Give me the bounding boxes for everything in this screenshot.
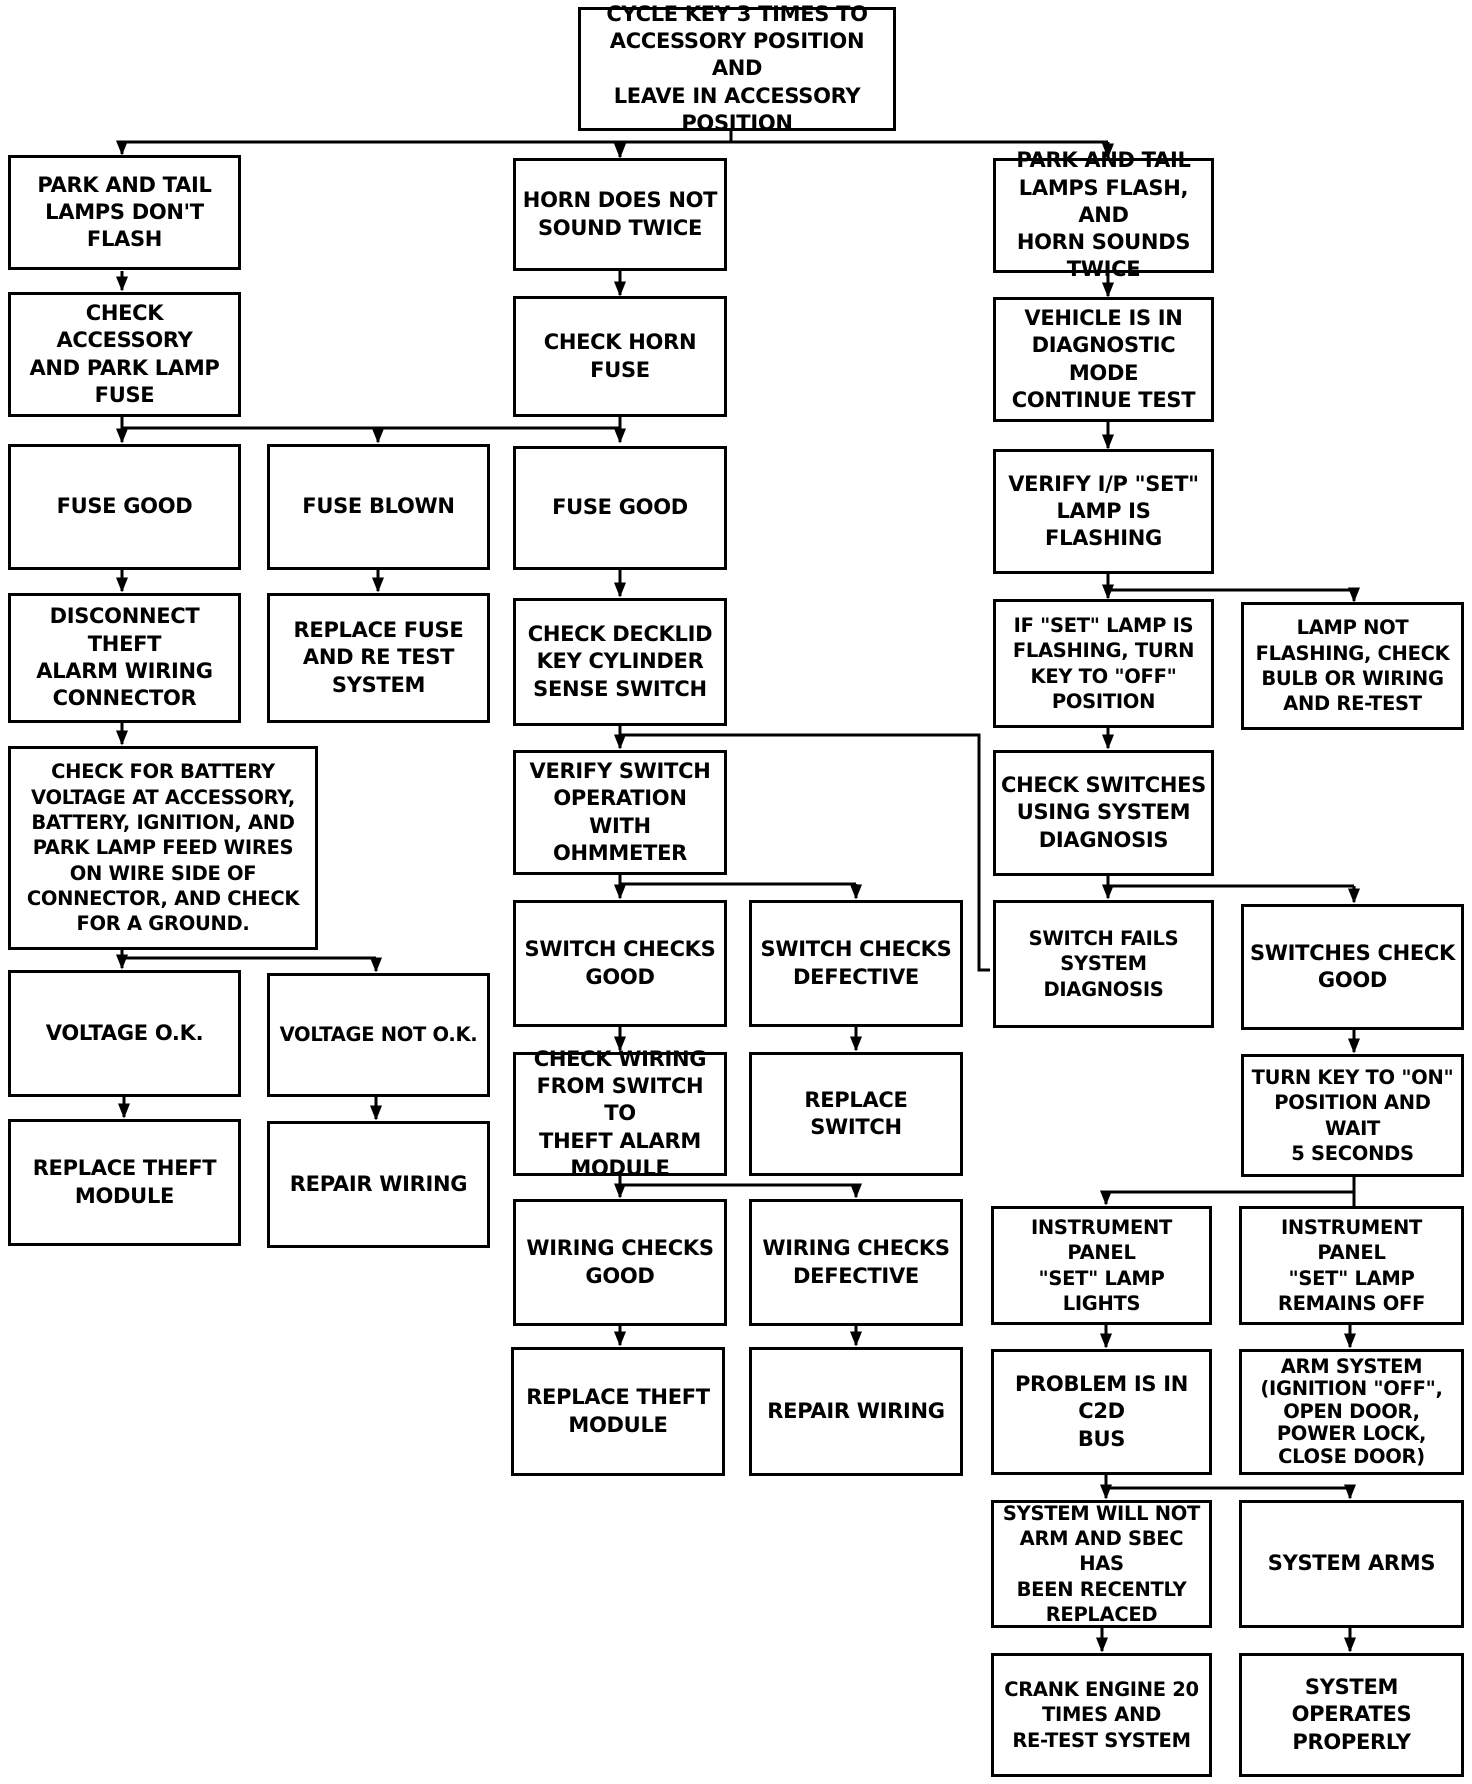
node-horn-no-sound-text: HORN DOES NOT SOUND TWICE bbox=[522, 188, 718, 240]
node-switch-fails-diag-text: SWITCH FAILS SYSTEM DIAGNOSIS bbox=[1028, 926, 1179, 1001]
node-replace-module-1: REPLACE THEFT MODULE bbox=[8, 1119, 241, 1246]
node-set-lamp-lights: INSTRUMENT PANEL "SET" LAMP LIGHTS bbox=[991, 1206, 1212, 1325]
node-set-flashing-off-text: IF "SET" LAMP IS FLASHING, TURN KEY TO "… bbox=[1012, 613, 1195, 713]
node-set-lamp-lights-text: INSTRUMENT PANEL "SET" LAMP LIGHTS bbox=[1030, 1215, 1173, 1315]
node-turn-key-on-text: TURN KEY TO "ON" POSITION AND WAIT 5 SEC… bbox=[1251, 1065, 1454, 1165]
node-park-no-flash: PARK AND TAIL LAMPS DON'T FLASH bbox=[8, 155, 241, 270]
node-repair-wiring-1-text: REPAIR WIRING bbox=[289, 1171, 468, 1196]
node-switch-good-text: SWITCH CHECKS GOOD bbox=[524, 937, 716, 989]
node-fuse-blown: FUSE BLOWN bbox=[267, 444, 490, 570]
node-check-switches-diag-text: CHECK SWITCHES USING SYSTEM DIAGNOSIS bbox=[1000, 773, 1206, 852]
node-check-wiring-switch-text: CHECK WIRING FROM SWITCH TO THEFT ALARM … bbox=[533, 1046, 707, 1180]
node-system-arms-text: SYSTEM ARMS bbox=[1267, 1551, 1436, 1576]
node-check-horn-fuse-text: CHECK HORN FUSE bbox=[543, 330, 697, 382]
node-horn-no-sound: HORN DOES NOT SOUND TWICE bbox=[513, 158, 727, 271]
node-replace-switch-text: REPLACE SWITCH bbox=[804, 1087, 908, 1139]
node-arm-system-text: ARM SYSTEM (IGNITION "OFF", OPEN DOOR, P… bbox=[1260, 1354, 1443, 1468]
node-problem-c2d-text: PROBLEM IS IN C2D BUS bbox=[1014, 1372, 1189, 1451]
node-start-text: CYCLE KEY 3 TIMES TO ACCESSORY POSITION … bbox=[606, 1, 868, 135]
node-verify-switch-ohm-text: VERIFY SWITCH OPERATION WITH OHMMETER bbox=[529, 758, 711, 865]
node-wiring-defective: WIRING CHECKS DEFECTIVE bbox=[749, 1199, 963, 1326]
node-fuse-blown-text: FUSE BLOWN bbox=[302, 494, 455, 519]
node-replace-fuse: REPLACE FUSE AND RE TEST SYSTEM bbox=[267, 593, 490, 723]
node-voltage-ok-text: VOLTAGE O.K. bbox=[45, 1020, 204, 1045]
node-wiring-good: WIRING CHECKS GOOD bbox=[513, 1199, 727, 1326]
node-disconnect-connector: DISCONNECT THEFT ALARM WIRING CONNECTOR bbox=[8, 593, 241, 723]
node-repair-wiring-2-text: REPAIR WIRING bbox=[767, 1398, 945, 1423]
node-turn-key-on: TURN KEY TO "ON" POSITION AND WAIT 5 SEC… bbox=[1241, 1054, 1464, 1177]
node-check-horn-fuse: CHECK HORN FUSE bbox=[513, 296, 727, 417]
node-check-switches-diag: CHECK SWITCHES USING SYSTEM DIAGNOSIS bbox=[993, 750, 1214, 876]
node-park-no-flash-text: PARK AND TAIL LAMPS DON'T FLASH bbox=[37, 172, 212, 252]
node-replace-module-2-text: REPLACE THEFT MODULE bbox=[526, 1385, 710, 1437]
node-voltage-ok: VOLTAGE O.K. bbox=[8, 970, 241, 1097]
node-operates-properly: SYSTEM OPERATES PROPERLY bbox=[1239, 1653, 1464, 1777]
node-crank-engine: CRANK ENGINE 20 TIMES AND RE-TEST SYSTEM bbox=[991, 1653, 1212, 1777]
node-diag-mode: VEHICLE IS IN DIAGNOSTIC MODE CONTINUE T… bbox=[993, 297, 1214, 422]
node-voltage-not-ok-text: VOLTAGE NOT O.K. bbox=[279, 1023, 478, 1047]
node-replace-fuse-text: REPLACE FUSE AND RE TEST SYSTEM bbox=[293, 618, 464, 697]
node-set-lamp-off-text: INSTRUMENT PANEL "SET" LAMP REMAINS OFF bbox=[1277, 1215, 1426, 1315]
node-disconnect-connector-text: DISCONNECT THEFT ALARM WIRING CONNECTOR bbox=[36, 604, 213, 711]
node-repair-wiring-2: REPAIR WIRING bbox=[749, 1347, 963, 1476]
node-system-arms: SYSTEM ARMS bbox=[1239, 1500, 1464, 1628]
node-set-lamp-off: INSTRUMENT PANEL "SET" LAMP REMAINS OFF bbox=[1239, 1206, 1464, 1325]
node-start: CYCLE KEY 3 TIMES TO ACCESSORY POSITION … bbox=[578, 2, 896, 135]
node-replace-module-2: REPLACE THEFT MODULE bbox=[511, 1347, 725, 1476]
node-lamp-not-flashing-text: LAMP NOT FLASHING, CHECK BULB OR WIRING … bbox=[1255, 616, 1450, 716]
node-check-decklid-text: CHECK DECKLID KEY CYLINDER SENSE SWITCH bbox=[527, 622, 713, 701]
node-check-acc-fuse: CHECK ACCESSORY AND PARK LAMP FUSE bbox=[8, 292, 241, 417]
node-check-wiring-switch: CHECK WIRING FROM SWITCH TO THEFT ALARM … bbox=[513, 1047, 727, 1180]
node-flash-and-horn-text: PARK AND TAIL LAMPS FLASH, AND HORN SOUN… bbox=[1016, 148, 1191, 282]
node-will-not-arm-text: SYSTEM WILL NOT ARM AND SBEC HAS BEEN RE… bbox=[1002, 1501, 1201, 1627]
node-wiring-defective-text: WIRING CHECKS DEFECTIVE bbox=[762, 1236, 950, 1288]
node-fuse-good-2-text: FUSE GOOD bbox=[552, 495, 688, 520]
node-check-battery-voltage: CHECK FOR BATTERY VOLTAGE AT ACCESSORY, … bbox=[8, 746, 318, 950]
node-switch-defective-text: SWITCH CHECKS DEFECTIVE bbox=[760, 937, 952, 989]
node-arm-system: ARM SYSTEM (IGNITION "OFF", OPEN DOOR, P… bbox=[1239, 1349, 1464, 1475]
node-fuse-good-1-text: FUSE GOOD bbox=[56, 494, 193, 519]
node-fuse-good-2: FUSE GOOD bbox=[513, 446, 727, 570]
node-fuse-good-1: FUSE GOOD bbox=[8, 444, 241, 570]
node-switches-check-good: SWITCHES CHECK GOOD bbox=[1241, 904, 1464, 1030]
node-repair-wiring-1: REPAIR WIRING bbox=[267, 1121, 490, 1248]
node-lamp-not-flashing: LAMP NOT FLASHING, CHECK BULB OR WIRING … bbox=[1241, 602, 1464, 730]
node-check-decklid: CHECK DECKLID KEY CYLINDER SENSE SWITCH bbox=[513, 598, 727, 726]
node-wiring-good-text: WIRING CHECKS GOOD bbox=[526, 1236, 714, 1288]
node-switch-fails-diag: SWITCH FAILS SYSTEM DIAGNOSIS bbox=[993, 900, 1214, 1028]
node-verify-set-lamp: VERIFY I/P "SET" LAMP IS FLASHING bbox=[993, 449, 1214, 574]
node-flash-and-horn: PARK AND TAIL LAMPS FLASH, AND HORN SOUN… bbox=[993, 148, 1214, 281]
node-verify-set-lamp-text: VERIFY I/P "SET" LAMP IS FLASHING bbox=[1008, 471, 1199, 551]
node-switches-check-good-text: SWITCHES CHECK GOOD bbox=[1249, 940, 1455, 992]
node-switch-good: SWITCH CHECKS GOOD bbox=[513, 900, 727, 1027]
node-problem-c2d: PROBLEM IS IN C2D BUS bbox=[991, 1349, 1212, 1475]
node-will-not-arm: SYSTEM WILL NOT ARM AND SBEC HAS BEEN RE… bbox=[991, 1500, 1212, 1628]
node-set-flashing-off: IF "SET" LAMP IS FLASHING, TURN KEY TO "… bbox=[993, 599, 1214, 728]
node-check-battery-voltage-text: CHECK FOR BATTERY VOLTAGE AT ACCESSORY, … bbox=[26, 760, 300, 936]
node-check-acc-fuse-text: CHECK ACCESSORY AND PARK LAMP FUSE bbox=[29, 300, 220, 407]
node-diag-mode-text: VEHICLE IS IN DIAGNOSTIC MODE CONTINUE T… bbox=[1011, 305, 1196, 412]
node-crank-engine-text: CRANK ENGINE 20 TIMES AND RE-TEST SYSTEM bbox=[1004, 1677, 1199, 1752]
node-replace-module-1-text: REPLACE THEFT MODULE bbox=[32, 1156, 217, 1208]
node-switch-defective: SWITCH CHECKS DEFECTIVE bbox=[749, 900, 963, 1027]
node-operates-properly-text: SYSTEM OPERATES PROPERLY bbox=[1291, 1675, 1412, 1754]
node-voltage-not-ok: VOLTAGE NOT O.K. bbox=[267, 973, 490, 1097]
node-replace-switch: REPLACE SWITCH bbox=[749, 1052, 963, 1176]
node-verify-switch-ohm: VERIFY SWITCH OPERATION WITH OHMMETER bbox=[513, 750, 727, 875]
